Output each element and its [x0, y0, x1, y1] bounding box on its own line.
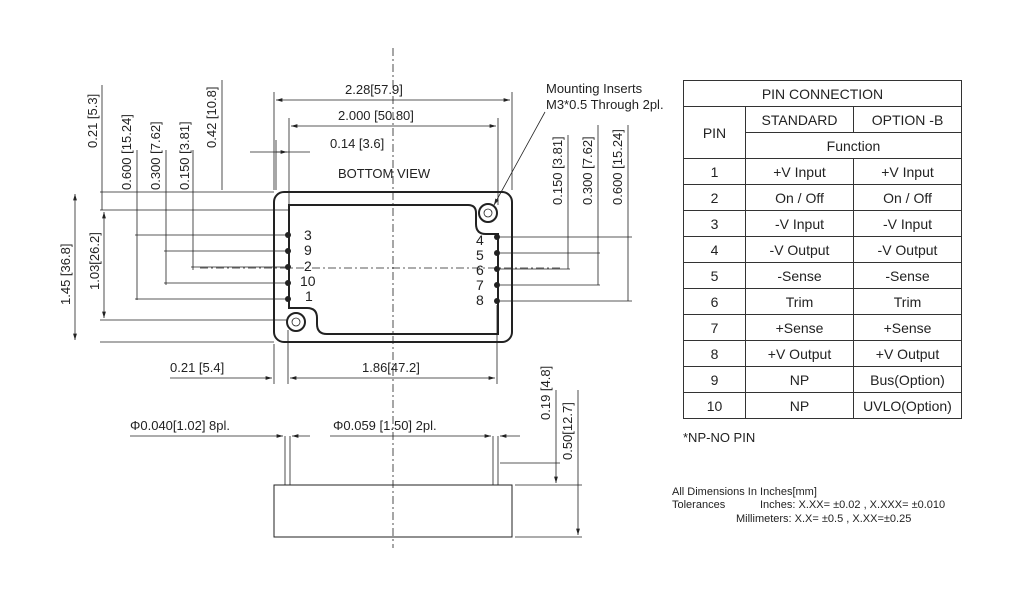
right-vertical-dims: [500, 125, 632, 302]
dim-edge-offset: 0.14 [3.6]: [330, 136, 384, 151]
bottom-dims: [170, 305, 498, 384]
dims-unit-note: All Dimensions In Inches[mm]: [672, 486, 817, 498]
pin-label-1: 1: [305, 288, 313, 304]
table-title: PIN CONNECTION: [683, 80, 962, 107]
pin-number: 7: [683, 314, 746, 341]
standard-function: +Sense: [745, 314, 854, 341]
option-header: OPTION -B: [853, 106, 962, 133]
dim-insert-spacing: 2.000 [50.80]: [338, 108, 414, 123]
standard-function: -V Input: [745, 210, 854, 237]
pin-number: 9: [683, 366, 746, 393]
pin-label-3: 3: [304, 227, 312, 243]
pin-row: 4-V Output-V Output: [683, 236, 962, 263]
pin-number: 2: [683, 184, 746, 211]
dim-r-0-600: 0.600 [15.24]: [610, 129, 625, 205]
option-function: +V Input: [853, 158, 962, 185]
mounting-leader: [493, 111, 546, 206]
standard-function: NP: [745, 392, 854, 419]
option-function: Bus(Option): [853, 366, 962, 393]
left-vertical-dims: [100, 80, 288, 343]
option-function: -V Output: [853, 236, 962, 263]
pin-number: 5: [683, 262, 746, 289]
standard-function: Trim: [745, 288, 854, 315]
tolerance-inches: Inches: X.XX= ±0.02 , X.XXX= ±0.010: [760, 499, 946, 511]
option-function: On / Off: [853, 184, 962, 211]
tolerance-millimeters: Millimeters: X.X= ±0.5 , X.XX=±0.25: [736, 513, 912, 525]
option-function: -Sense: [853, 262, 962, 289]
pin-label-10: 10: [300, 273, 316, 289]
pin-header: PIN: [683, 106, 746, 159]
pin-number: 10: [683, 392, 746, 419]
option-function: -V Input: [853, 210, 962, 237]
top-dimensions: [250, 92, 513, 205]
pin-label-2: 2: [304, 258, 312, 274]
dim-1-45-36-8: 1.45 [36.8]: [58, 244, 73, 305]
dim-1-86-47-2: 1.86[47.2]: [362, 360, 420, 375]
right-pins: [494, 234, 500, 304]
pin-label-5: 5: [476, 247, 484, 263]
pin-label-6: 6: [476, 262, 484, 278]
pin-label-4: 4: [476, 232, 484, 248]
view-label: BOTTOM VIEW: [338, 166, 431, 181]
option-function: +V Output: [853, 340, 962, 367]
pin-row: 7+Sense+Sense: [683, 314, 962, 341]
mounting-label-1: Mounting Inserts: [546, 81, 643, 96]
pin-number: 3: [683, 210, 746, 237]
pin-number: 4: [683, 236, 746, 263]
dim-0-150-3-81: 0.150 [3.81]: [177, 121, 192, 190]
mounting-insert-top: [478, 203, 498, 223]
dim-0-42-10-8: 0.42 [10.8]: [204, 87, 219, 148]
dim-0-21-5-3: 0.21 [5.3]: [85, 94, 100, 148]
pin-connection-table: PIN CONNECTION PIN STANDARD OPTION -B Fu…: [683, 80, 962, 419]
pin-number: 8: [683, 340, 746, 367]
side-view: [130, 390, 582, 538]
dim-0-50-12-7: 0.50[12.7]: [560, 402, 575, 460]
standard-header: STANDARD: [745, 106, 854, 133]
option-function: Trim: [853, 288, 962, 315]
dim-r-0-300: 0.300 [7.62]: [580, 136, 595, 205]
mounting-insert-bottom: [286, 312, 306, 332]
standard-function: NP: [745, 366, 854, 393]
left-pins: [285, 232, 291, 302]
dim-1-03-26-2: 1.03[26.2]: [87, 232, 102, 290]
dim-0-300-7-62: 0.300 [7.62]: [148, 121, 163, 190]
standard-function: -V Output: [745, 236, 854, 263]
np-note: *NP-NO PIN: [683, 430, 756, 445]
option-function: UVLO(Option): [853, 392, 962, 419]
pin-row: 8+V Output+V Output: [683, 340, 962, 367]
pin-label-9: 9: [304, 242, 312, 258]
standard-function: -Sense: [745, 262, 854, 289]
pin-number: 6: [683, 288, 746, 315]
tolerances-label: Tolerances: [672, 499, 726, 511]
option-function: +Sense: [853, 314, 962, 341]
standard-function: +V Output: [745, 340, 854, 367]
function-header: Function: [745, 132, 962, 159]
pin-label-7: 7: [476, 277, 484, 293]
dim-r-0-150: 0.150 [3.81]: [550, 136, 565, 205]
pin-row: 5-Sense-Sense: [683, 262, 962, 289]
pin-row: 1+V Input+V Input: [683, 158, 962, 185]
dim-0-600-15-24: 0.600 [15.24]: [119, 114, 134, 190]
dim-0-21-5-4: 0.21 [5.4]: [170, 360, 224, 375]
pin-row: 3-V Input-V Input: [683, 210, 962, 237]
pin-number: 1: [683, 158, 746, 185]
mounting-label-2: M3*0.5 Through 2pl.: [546, 97, 664, 112]
pin-dia-small: Φ0.040[1.02] 8pl.: [130, 418, 230, 433]
pin-dia-large: Φ0.059 [1.50] 2pl.: [333, 418, 437, 433]
pin-label-8: 8: [476, 292, 484, 308]
dim-0-19-4-8: 0.19 [4.8]: [538, 366, 553, 420]
dim-overall-width: 2.28[57.9]: [345, 82, 403, 97]
standard-function: +V Input: [745, 158, 854, 185]
standard-function: On / Off: [745, 184, 854, 211]
